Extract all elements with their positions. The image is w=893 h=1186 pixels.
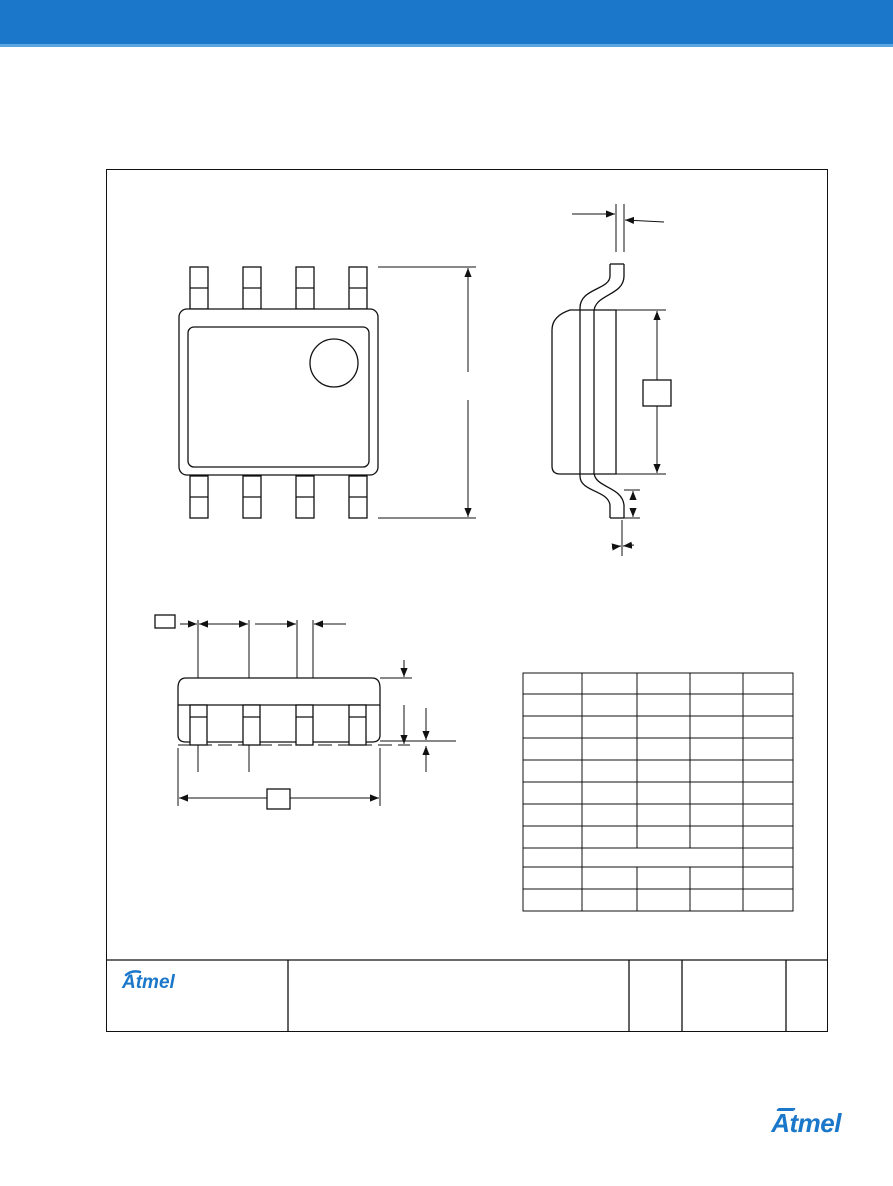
- header-bar: [0, 0, 893, 47]
- datum-box-small: [154, 614, 176, 629]
- title-block-logo: Atmel: [121, 970, 176, 993]
- pin1-dot: [309, 338, 359, 388]
- side-view: [551, 204, 672, 556]
- bottom-leads: [189, 475, 368, 519]
- title-block: [106, 959, 828, 1032]
- footer-logo-text: Atmel: [771, 1108, 841, 1138]
- top-leads: [189, 266, 368, 310]
- end-view: [154, 614, 456, 810]
- drawing-frame: [106, 169, 828, 1032]
- top-view: [178, 266, 476, 519]
- dimension-table: [522, 672, 794, 912]
- datum-box: [642, 379, 672, 407]
- atmel-logo-small: Atmel: [121, 972, 176, 993]
- atmel-logo-footer: Atmel: [771, 1108, 841, 1139]
